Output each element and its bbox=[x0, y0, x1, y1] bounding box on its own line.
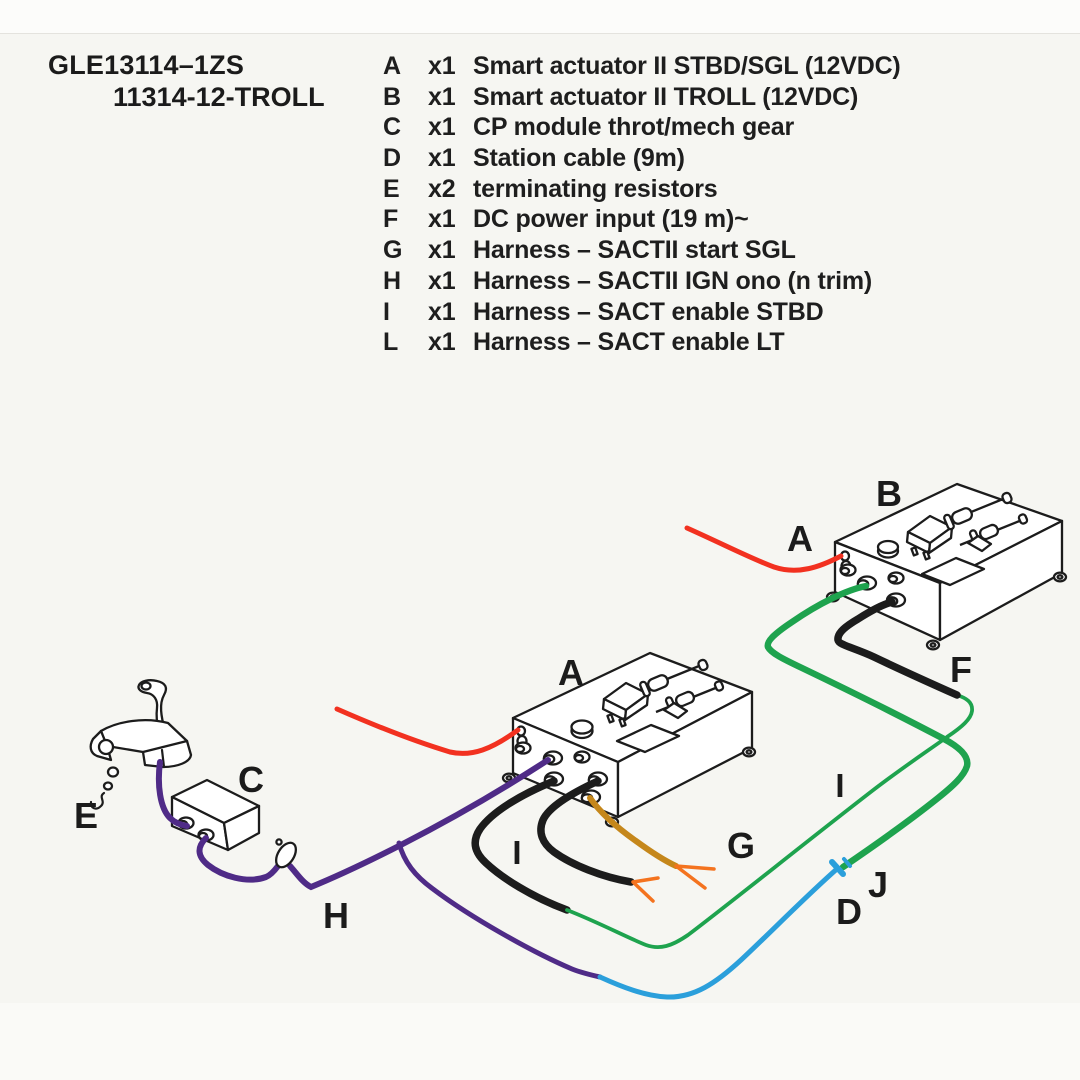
part-desc: Smart actuator II STBD/SGL (12VDC) bbox=[473, 52, 901, 80]
lever-arm bbox=[137, 679, 168, 733]
amber-harness-g bbox=[587, 795, 679, 869]
cp-module-right-face bbox=[222, 804, 261, 852]
actuator-b-box bbox=[825, 482, 1068, 651]
blue-junction-connector bbox=[829, 857, 852, 877]
pigtail-squiggle bbox=[89, 791, 106, 810]
label-harness-g: G bbox=[727, 825, 755, 866]
orange-fork-black-harness bbox=[631, 876, 660, 903]
green-harness-b-to-junction bbox=[764, 582, 971, 871]
model-number-secondary: 11314-12-TROLL bbox=[113, 82, 325, 112]
purple-harness-to-actuator-a bbox=[287, 757, 551, 891]
part-letter: G bbox=[383, 236, 403, 265]
mounting-foot bbox=[925, 639, 941, 651]
black-dc-power-input-f bbox=[834, 598, 961, 699]
blue-station-cable-d bbox=[597, 865, 841, 1000]
label-harness-h: H bbox=[323, 895, 349, 936]
front-boss bbox=[839, 563, 857, 577]
part-qty: x1 bbox=[428, 52, 456, 80]
part-desc: Harness – SACTII start SGL bbox=[473, 236, 796, 265]
black-harness-i-actuator-a-end bbox=[471, 777, 571, 914]
label-resistor-e: E bbox=[74, 795, 98, 836]
lever-base-divider bbox=[160, 748, 166, 769]
lever-face-circle bbox=[97, 738, 115, 756]
label-cp-module-c: C bbox=[238, 759, 264, 800]
mounting-foot bbox=[741, 746, 757, 758]
part-desc: CP module throt/mech gear bbox=[473, 113, 794, 142]
label-dc-power-f: F bbox=[950, 649, 972, 690]
part-letter: H bbox=[383, 266, 401, 295]
label-junction-j: J bbox=[868, 864, 888, 905]
label-station-cable-d: D bbox=[836, 891, 862, 932]
part-letter: L bbox=[383, 328, 399, 357]
purple-harness-station-run bbox=[396, 840, 603, 980]
label-harness-i-left: I bbox=[512, 834, 521, 871]
part-letter: D bbox=[383, 144, 401, 173]
part-letter: I bbox=[383, 297, 390, 326]
part-desc: Station cable (9m) bbox=[473, 144, 685, 173]
part-qty: x2 bbox=[428, 174, 456, 203]
model-number-primary: GLE13114–1ZS bbox=[48, 50, 245, 80]
part-letter: E bbox=[383, 174, 400, 203]
part-desc: Smart actuator II TROLL (12VDC) bbox=[473, 82, 859, 111]
top-plate-outline bbox=[615, 723, 681, 754]
part-qty: x1 bbox=[428, 144, 456, 173]
part-qty: x1 bbox=[428, 82, 456, 111]
label-harness-i-right: I bbox=[835, 767, 844, 804]
part-qty: x1 bbox=[428, 205, 456, 234]
lever-knob-detail bbox=[140, 681, 152, 691]
front-boss bbox=[887, 571, 905, 585]
part-letter: C bbox=[383, 113, 401, 142]
part-letter: B bbox=[383, 82, 401, 111]
black-harness-with-fork bbox=[537, 777, 635, 886]
top-boss bbox=[570, 719, 594, 735]
part-desc: terminating resistors bbox=[473, 174, 718, 203]
label-red-feed-b: A bbox=[787, 518, 813, 559]
purple-harness-module-to-connector bbox=[196, 835, 281, 883]
part-qty: x1 bbox=[428, 328, 456, 357]
part-letter: A bbox=[383, 52, 401, 80]
bottom-band bbox=[0, 1003, 1080, 1080]
part-desc: Harness – SACTII IGN ono (n trim) bbox=[473, 266, 873, 295]
pigtail-bead bbox=[106, 766, 120, 778]
actuator-a-box bbox=[501, 651, 757, 828]
top-plate-outline bbox=[920, 556, 986, 587]
front-boss bbox=[573, 750, 591, 764]
red-power-wire-to-a bbox=[334, 706, 521, 756]
part-qty: x1 bbox=[428, 266, 456, 295]
mounting-foot bbox=[1052, 571, 1068, 583]
purple-harness-lever-to-module bbox=[155, 759, 190, 829]
part-desc: DC power input (19 m)~ bbox=[473, 205, 749, 234]
top-boss bbox=[876, 539, 900, 555]
inline-connector bbox=[274, 838, 298, 869]
part-qty: x1 bbox=[428, 113, 456, 142]
label-actuator-b: B bbox=[876, 473, 902, 514]
red-power-wire-to-b bbox=[684, 525, 844, 573]
top-band bbox=[0, 0, 1080, 34]
part-qty: x1 bbox=[428, 297, 456, 326]
part-desc: Harness – SACT enable STBD bbox=[473, 297, 824, 326]
label-actuator-a: A bbox=[558, 652, 584, 693]
model-numbers: GLE13114–1ZS 11314-12-TROLL bbox=[48, 50, 325, 113]
front-boss bbox=[514, 741, 532, 755]
part-letter: F bbox=[383, 205, 399, 234]
terminating-resistor-pigtail bbox=[89, 766, 120, 810]
part-qty: x1 bbox=[428, 236, 456, 265]
control-lever-head bbox=[89, 679, 193, 769]
part-desc: Harness – SACT enable LT bbox=[473, 328, 785, 357]
pigtail-bead bbox=[102, 781, 114, 791]
green-harness-i-run bbox=[565, 693, 974, 949]
orange-fork-amber-harness bbox=[674, 864, 716, 890]
